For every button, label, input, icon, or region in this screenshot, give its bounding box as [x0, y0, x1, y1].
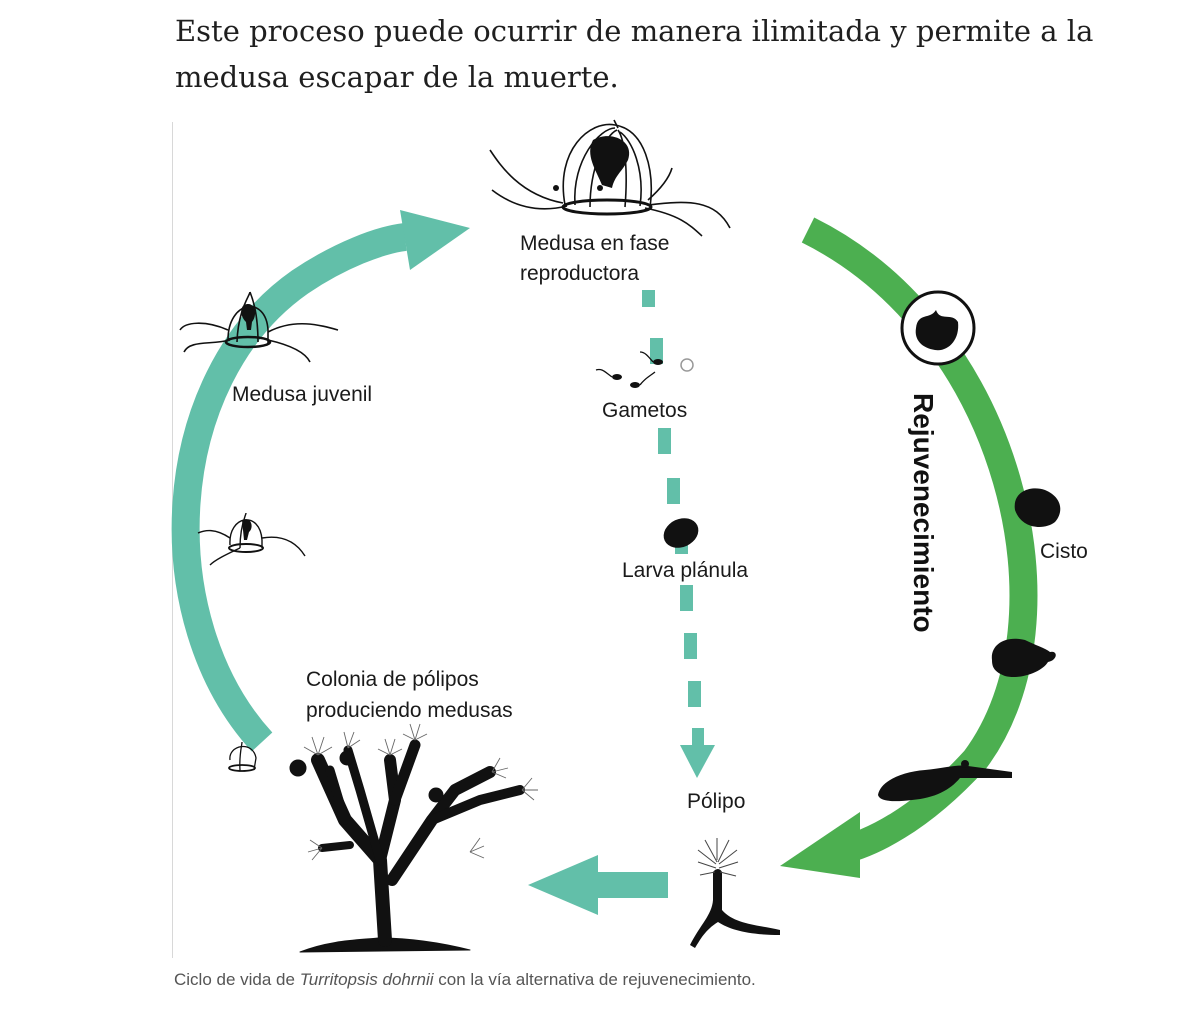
- label-planula-larva: Larva plánula: [622, 559, 748, 582]
- green-rejuvenation-arrowhead: [780, 812, 860, 878]
- teal-polyp-to-colony-shaft: [585, 872, 668, 898]
- polyp-colony-illustration: [289, 739, 525, 953]
- label-colony-line2: produciendo medusas: [306, 699, 513, 722]
- caption-prefix: Ciclo de vida de: [174, 970, 300, 989]
- label-cyst: Cisto: [1040, 540, 1088, 563]
- teal-cycle-arrow-arc: [171, 223, 408, 752]
- polyp-colony-tentacles: [303, 723, 538, 861]
- caption-suffix: con la vía alternativa de rejuvenecimien…: [433, 970, 756, 989]
- label-colony-line1: Colonia de pólipos: [306, 668, 479, 691]
- label-polyp: Pólipo: [687, 790, 745, 813]
- gametes-illustration: [595, 351, 694, 388]
- regressing-medusa-inner: [915, 310, 959, 351]
- juvenile-medusa-manubrium: [241, 303, 256, 330]
- figure-caption: Ciclo de vida de Turritopsis dohrnii con…: [174, 970, 756, 990]
- young-medusa-manubrium: [242, 519, 252, 540]
- adult-medusa-manubrium: [590, 136, 630, 188]
- polyp-illustration: [690, 838, 780, 948]
- label-adult-medusa-line2: reproductora: [520, 262, 639, 285]
- intro-paragraph: Este proceso puede ocurrir de manera ili…: [175, 14, 1094, 94]
- label-gametes: Gametos: [602, 399, 687, 422]
- cyst-illustration: [1014, 488, 1061, 527]
- label-adult-medusa-line1: Medusa en fase: [520, 232, 669, 255]
- stolon-polyp-illustration: [878, 765, 1012, 802]
- cyst-stolon-illustration: [991, 638, 1056, 678]
- budding-medusa-illustration: [228, 741, 257, 772]
- teal-cycle-arrowhead: [400, 210, 470, 270]
- label-rejuvenation: Rejuvenecimiento: [908, 393, 939, 633]
- young-medusa-illustration: [197, 512, 306, 566]
- planula-larva-illustration: [663, 518, 699, 548]
- label-juvenile-medusa: Medusa juvenil: [232, 383, 372, 406]
- life-cycle-diagram: Medusa en fase reproductora Medusa juven…: [171, 119, 1088, 953]
- caption-species: Turritopsis dohrnii: [299, 970, 434, 989]
- teal-polyp-to-colony-arrowhead: [528, 855, 598, 915]
